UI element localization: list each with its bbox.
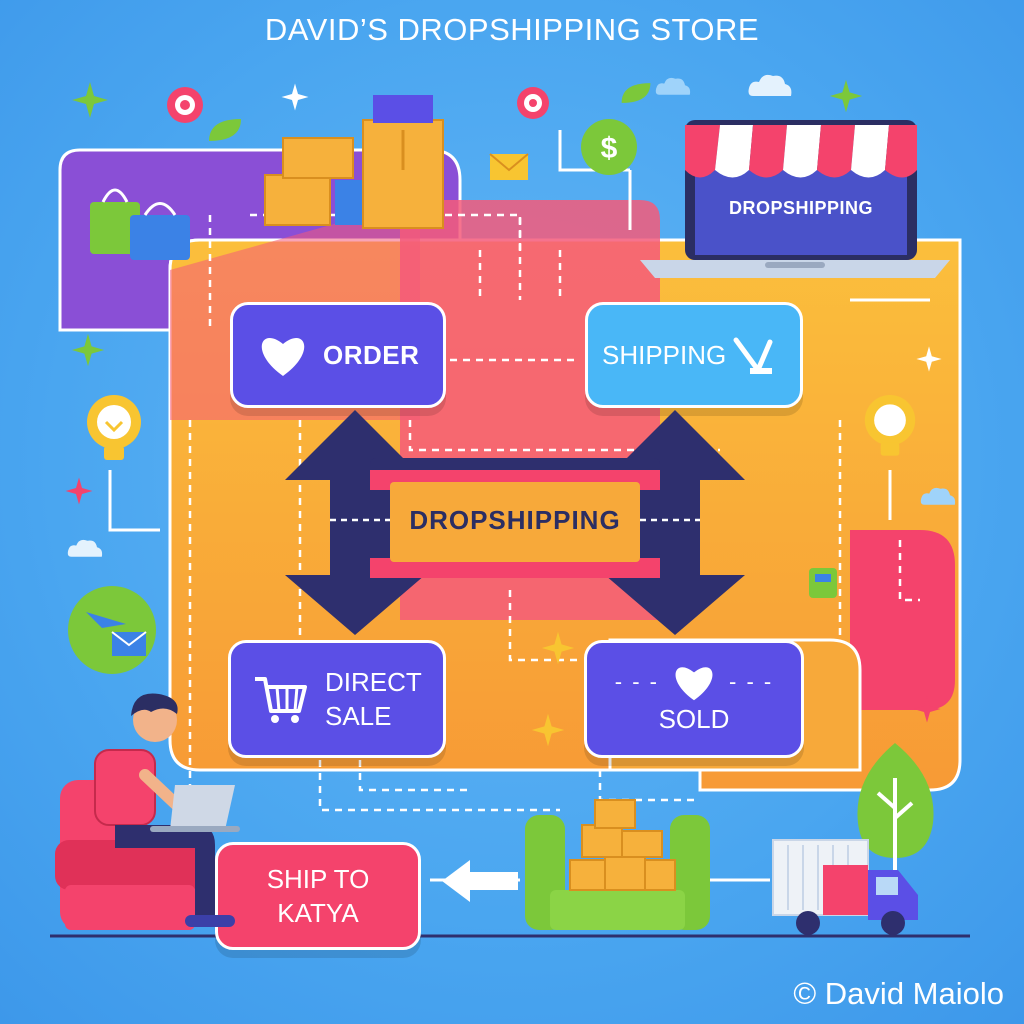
heart-icon — [675, 667, 713, 701]
ship-to-label-line2: KATYA — [277, 898, 359, 928]
cloud-icon — [655, 77, 691, 95]
direct-sale-label-line1: DIRECT — [325, 667, 422, 697]
sparkle-icon — [72, 82, 108, 118]
sparkle-icon — [916, 346, 942, 372]
copyright-credit: © David Maiolo — [793, 976, 1004, 1011]
sold-label: SOLD — [658, 704, 730, 734]
sparkle-icon — [913, 695, 941, 723]
ship-to-box: SHIP TO KATYA — [215, 842, 421, 950]
target-icon — [167, 87, 203, 123]
order-label: ORDER — [323, 339, 420, 370]
storefront-laptop — [640, 120, 950, 278]
lightbulb-icon — [87, 395, 141, 460]
package-icon — [525, 799, 710, 930]
center-label: DROPSHIPPING — [409, 505, 621, 535]
order-box: ORDER — [230, 302, 446, 408]
laptop-screen-label: DROPSHIPPING — [728, 198, 874, 218]
target-icon — [517, 87, 549, 119]
dollar-icon: $ — [581, 119, 637, 175]
person-with-laptop — [55, 693, 240, 930]
sparkle-icon — [65, 477, 93, 505]
tree-icon — [857, 743, 934, 883]
checkmark-icon — [733, 337, 773, 374]
shipping-label: SHIPPING — [602, 340, 727, 370]
sparkle-icon — [281, 83, 309, 111]
envelope-icon — [68, 586, 156, 674]
leaf-icon — [621, 83, 651, 103]
cloud-icon — [748, 74, 792, 96]
envelope-icon — [489, 153, 529, 180]
sparkle-icon — [531, 713, 565, 747]
shipping-box: SHIPPING — [585, 302, 803, 408]
arrow-left-icon — [442, 860, 518, 902]
heart-icon — [261, 338, 305, 376]
direct-sale-label-line2: SALE — [325, 701, 392, 731]
sparkle-icon — [829, 79, 863, 113]
cloud-icon — [920, 487, 956, 505]
sold-box: - - - - - - SOLD — [584, 640, 804, 758]
direct-sale-box: DIRECT SALE — [228, 640, 446, 758]
connector-icon — [809, 568, 837, 598]
shopping-cart-icon — [255, 677, 307, 723]
double-arrow — [285, 410, 745, 635]
package-icon — [90, 95, 444, 260]
cloud-icon — [67, 539, 103, 557]
truck-icon — [772, 839, 918, 935]
ship-to-label-line1: SHIP TO — [266, 864, 370, 894]
leaf-icon — [209, 119, 241, 141]
lightbulb-icon — [864, 395, 916, 456]
svg-text:$: $ — [601, 132, 618, 165]
sparkle-icon — [71, 333, 105, 367]
page-title: DAVID’S DROPSHIPPING STORE — [264, 12, 760, 47]
sparkle-icon — [541, 631, 575, 665]
